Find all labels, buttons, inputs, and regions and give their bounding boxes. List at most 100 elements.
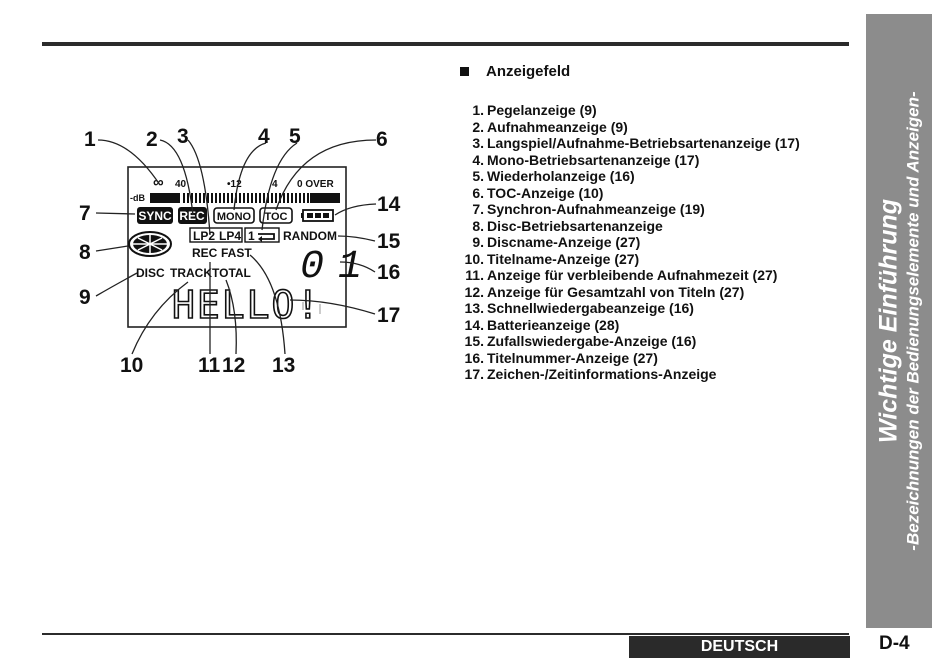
level-bar-solid <box>150 193 180 203</box>
leader-4 <box>233 142 267 211</box>
track-label: TRACK <box>170 266 212 280</box>
level-meter-tick <box>275 193 277 203</box>
legend-item-text: Mono-Betriebsartenanzeige (17) <box>487 151 700 168</box>
callout-5: 5 <box>289 125 301 148</box>
legend-item: 11.Anzeige für verbleibende Aufnahmezeit… <box>455 267 800 284</box>
lp-frame <box>189 227 243 243</box>
level-meter-tick <box>195 193 197 203</box>
toc-label: TOC <box>264 211 287 223</box>
level-bar-over <box>310 193 340 203</box>
lp4-label: LP4 <box>219 229 241 243</box>
level-meter-tick <box>267 193 269 203</box>
callout-10: 10 <box>120 354 143 377</box>
level-40: 40 <box>175 179 187 190</box>
battery-terminal <box>301 213 303 218</box>
side-tab-subtitle: -Bezeichnungen der Bedienungselemente un… <box>903 91 923 551</box>
level-meter-tick <box>239 193 241 203</box>
legend-item-number: 7. <box>472 201 484 217</box>
legend-item-text: Langspiel/Aufnahme-Betriebsartenanzeige … <box>487 135 800 151</box>
callout-1: 1 <box>84 128 96 151</box>
legend-item-text: Pegelanzeige (9) <box>487 102 597 118</box>
callout-17: 17 <box>377 304 400 327</box>
legend-item-number: 2. <box>472 118 484 135</box>
leader-12 <box>225 279 237 355</box>
level-12: •12 <box>227 179 242 190</box>
fast-label: FAST <box>221 246 252 260</box>
level-meter-tick <box>211 193 213 203</box>
leader-8 <box>95 245 129 252</box>
legend-item-text: Synchron-Aufnahmeanzeige (19) <box>487 201 705 217</box>
legend-item-number: 3. <box>472 135 484 151</box>
repeat-icon <box>258 233 275 240</box>
legend-item: 4.Mono-Betriebsartenanzeige (17) <box>455 152 800 169</box>
battery-cell <box>315 213 321 218</box>
level-meter-tick <box>215 193 217 203</box>
legend-item: 7.Synchron-Aufnahmeanzeige (19) <box>455 201 800 218</box>
leader-14 <box>334 203 377 216</box>
repeat-arrow-icon <box>258 236 262 242</box>
level-meter-tick <box>231 193 233 203</box>
level-meter-tick <box>223 193 225 203</box>
level-meter-tick <box>291 193 293 203</box>
leader-7 <box>95 212 136 215</box>
legend-item-number: 5. <box>472 168 484 184</box>
level-0-over: 0 OVER <box>297 179 334 190</box>
level-meter-tick <box>295 193 297 203</box>
level-meter-tick <box>251 193 253 203</box>
level-meter-tick <box>227 193 229 203</box>
bottom-rule <box>42 633 849 635</box>
level-meter-tick <box>219 193 221 203</box>
legend-item: 9.Discname-Anzeige (27) <box>455 234 800 251</box>
callout-4: 4 <box>258 125 270 148</box>
mono-label: MONO <box>217 211 252 223</box>
disc-label: DISC <box>136 266 165 280</box>
leader-10 <box>131 281 189 355</box>
legend-item: 3.Langspiel/Aufnahme-Betriebsartenanzeig… <box>455 135 800 152</box>
callout-12: 12 <box>222 354 245 377</box>
level-meter-tick <box>259 193 261 203</box>
legend-item-number: 15. <box>464 333 484 349</box>
legend-item-number: 16. <box>464 349 484 366</box>
legend-item-text: Zufallswiedergabe-Anzeige (16) <box>487 333 697 349</box>
level-meter-tick <box>243 193 245 203</box>
sync-label: SYNC <box>138 209 172 223</box>
leader-13 <box>249 254 286 355</box>
callout-3: 3 <box>177 125 189 148</box>
legend-item: 1.Pegelanzeige (9) <box>455 102 800 119</box>
leader-1 <box>97 139 161 186</box>
top-rule <box>42 42 849 46</box>
leader-17 <box>289 299 376 315</box>
legend-item-text: Disc-Betriebsartenanzeige <box>487 217 663 234</box>
side-tab <box>866 14 932 628</box>
legend-item: 8.Disc-Betriebsartenanzeige <box>455 218 800 235</box>
callout-14: 14 <box>377 193 401 216</box>
legend-item-number: 14. <box>464 316 484 333</box>
legend-item-number: 12. <box>464 283 484 300</box>
legend-item-number: 17. <box>464 366 484 382</box>
legend-item-text: Wiederholanzeige (16) <box>487 168 635 184</box>
level-meter-tick <box>263 193 265 203</box>
leader-6 <box>275 139 377 211</box>
legend-list: 1.Pegelanzeige (9)2.Aufnahmeanzeige (9)3… <box>455 102 800 383</box>
random-label: RANDOM <box>283 229 337 243</box>
side-tab-title: Wichtige Einführung <box>874 198 903 444</box>
legend-item-text: Schnellwiedergabeanzeige (16) <box>487 300 694 316</box>
level-meter-tick <box>271 193 273 203</box>
leader-16 <box>339 261 376 273</box>
level-meter-tick <box>303 193 305 203</box>
battery-cell <box>307 213 313 218</box>
legend-item: 2.Aufnahmeanzeige (9) <box>455 119 800 136</box>
legend-item-number: 1. <box>472 102 484 118</box>
level-meter-tick <box>287 193 289 203</box>
level-meter-tick <box>203 193 205 203</box>
level-meter-tick <box>183 193 185 203</box>
level-meter-tick <box>255 193 257 203</box>
leader-3 <box>187 139 211 236</box>
legend-item-number: 10. <box>464 250 484 267</box>
language-bar: DEUTSCH <box>629 636 850 658</box>
total-label: TOTAL <box>212 266 251 280</box>
battery-cell <box>323 213 329 218</box>
level-meter-tick <box>187 193 189 203</box>
level-meter-tick <box>207 193 209 203</box>
legend-item-number: 11. <box>465 267 484 283</box>
